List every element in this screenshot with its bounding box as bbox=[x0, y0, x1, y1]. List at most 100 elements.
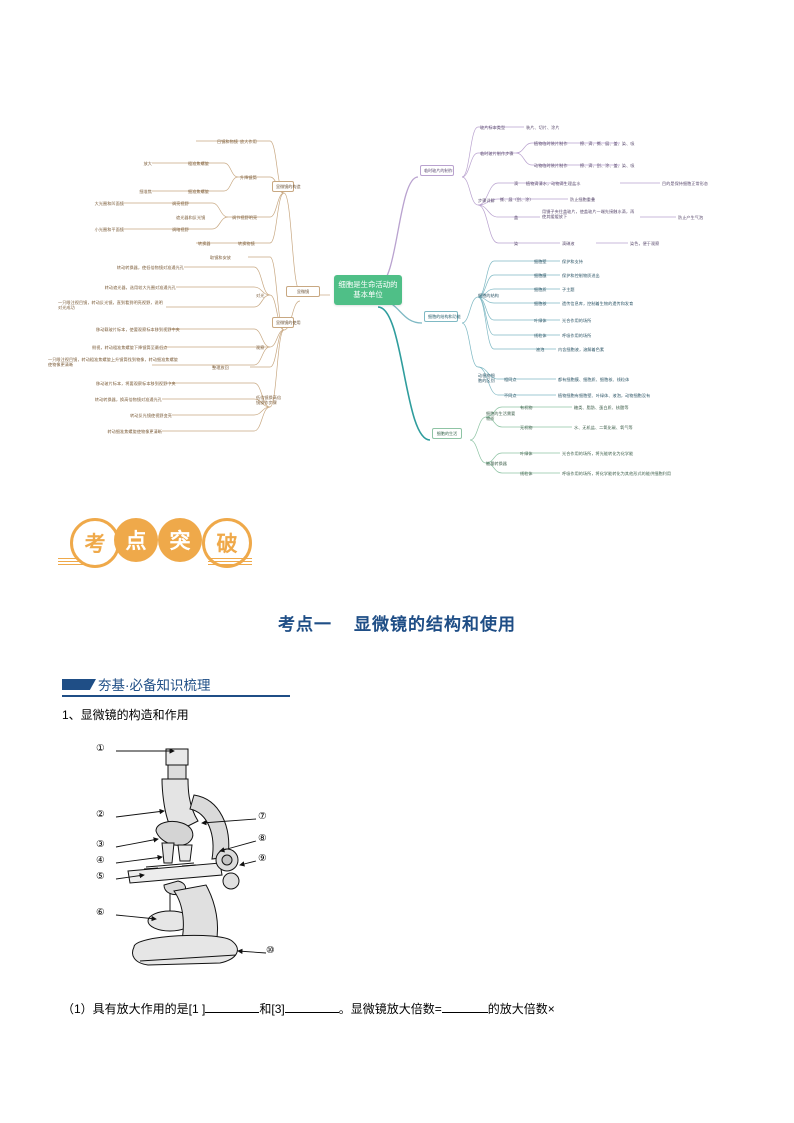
mindmap-node-cell-structure: 细胞的结构和功能 bbox=[424, 311, 461, 323]
mm-r-slide-type-label: 玻片标本类型 bbox=[480, 125, 506, 130]
question-line-1: （1）具有放大作用的是[1 ]和[3]。显微镜放大倍数=的放大倍数× bbox=[62, 1000, 752, 1019]
mm-r-diff1-a: 不同点 bbox=[504, 393, 517, 398]
mm-l-b1-r2-b: 细准焦螺旋 bbox=[188, 189, 209, 194]
badge-char-0: 考 bbox=[70, 518, 120, 568]
kaodian-badge: 考 点 突 破 bbox=[58, 518, 258, 580]
mm-r-part1-b: 保护和控制物质进出 bbox=[562, 273, 600, 278]
kaodian-number: 考点一 bbox=[278, 615, 332, 634]
mm-r-part6-b: 内含细胞液，溶解着色素 bbox=[558, 347, 605, 352]
mm-l-b1-r6-b: 转换物镜 bbox=[238, 241, 255, 246]
mindmap-node-cell-life: 细胞的生活 bbox=[432, 428, 462, 440]
mm-r-slide-step1-b: 擦、滴、刮、涂、盖、染、吸 bbox=[580, 163, 635, 168]
mm-l-g3-name: 整理放回 bbox=[212, 365, 229, 370]
callout-10: ⑩ bbox=[266, 945, 275, 956]
mm-r-part3-a: 细胞核 bbox=[534, 301, 547, 306]
question-mid2: 。显微镜放大倍数= bbox=[338, 1002, 442, 1016]
callout-3: ③ bbox=[96, 839, 105, 850]
mm-r-slide-step0-b: 擦、滴、撕、展、盖、染、吸 bbox=[580, 141, 635, 146]
mm-r-part4-b: 光合作用的场所 bbox=[562, 318, 592, 323]
mm-l-g4-name: 低倍镜换高倍镜操作步骤 bbox=[256, 395, 282, 406]
callout-5: ⑤ bbox=[96, 871, 105, 882]
section-heading-label: 夯基·必备知识梳理 bbox=[98, 678, 211, 693]
mm-l-g4-i0: 移动玻片标本，将要观察标本移到视野中央 bbox=[96, 381, 176, 386]
mm-r-part2-b: 子主题 bbox=[562, 287, 575, 292]
question-suffix: 的放大倍数× bbox=[487, 1002, 555, 1016]
microscope-figure: ① ② ③ ④ ⑤ ⑥ ⑦ ⑧ ⑨ ⑩ bbox=[70, 735, 300, 985]
mind-map: 细胞是生命活动的基本单位 显微镜 显微镜的构造 显微镜的使用 目镜和物镜 放大作… bbox=[0, 95, 794, 495]
mm-l-b1-r1-c: 升降镜筒 bbox=[240, 175, 257, 180]
mm-r-detail2-w: 防止产生气泡 bbox=[678, 215, 704, 220]
kaodian-title: 显微镜的结构和使用 bbox=[354, 615, 516, 634]
mindmap-node-structure: 显微镜的构造 bbox=[272, 181, 301, 193]
subsection-title: 1、显微镜的构造和作用 bbox=[62, 708, 189, 722]
page-title: 考点一 显微镜的结构和使用 bbox=[0, 610, 794, 635]
mm-r-matter1-a: 无机物 bbox=[520, 425, 533, 430]
mm-r-part2-a: 细胞质 bbox=[534, 287, 547, 292]
mm-r-diff1-b: 植物细胞有细胞壁、叶绿体、液泡，动物细胞没有 bbox=[558, 393, 651, 398]
mm-l-g2-name: 观察 bbox=[256, 345, 265, 350]
mm-r-part3-b: 遗传信息库，控制着生物的遗传和发育 bbox=[562, 301, 634, 306]
callout-1: ① bbox=[96, 743, 105, 754]
mm-r-part1-a: 细胞膜 bbox=[534, 273, 547, 278]
mindmap-center-node: 细胞是生命活动的基本单位 bbox=[334, 275, 402, 305]
mm-r-detail3-w: 染色，便于观察 bbox=[630, 241, 660, 246]
mm-r-energy1-a: 线粒体 bbox=[520, 471, 533, 476]
question-mid1: 和[3] bbox=[259, 1002, 285, 1016]
mm-l-g1-name: 对光 bbox=[256, 293, 265, 298]
mm-l-g4-i3: 转动细准焦螺旋使物像更清晰 bbox=[107, 429, 162, 434]
mm-r-struct-sub-label: 细胞的结构 bbox=[478, 293, 499, 298]
mm-r-part5-b: 呼吸作用的场所 bbox=[562, 333, 592, 338]
mm-l-g0-name: 取镜和安放 bbox=[210, 255, 231, 260]
mm-r-slide-detail-label: 步骤详解 bbox=[478, 198, 495, 203]
mm-l-b1-r4-a: 小光圈和平面镜 bbox=[94, 227, 124, 232]
badge-deco-right bbox=[208, 558, 252, 566]
callout-9: ⑨ bbox=[258, 853, 267, 864]
mm-l-b1-r3-a: 大光圈和凹面镜 bbox=[94, 201, 124, 206]
mm-r-diff0-b: 都有细胞膜、细胞质、细胞核、线粒体 bbox=[558, 377, 630, 382]
mm-r-detail0-v: 植物滴清水，动物滴生理盐水 bbox=[526, 181, 581, 186]
mm-r-slide-step0-a: 植物临时装片制作 bbox=[534, 141, 568, 146]
mm-r-detail0-w: 目的是保持细胞正常形态 bbox=[662, 181, 709, 186]
callout-8: ⑧ bbox=[258, 833, 267, 844]
mindmap-node-microscope: 显微镜 bbox=[286, 286, 320, 298]
mm-l-g1-i1: 转动遮光器，选用较大光圈对准通光孔 bbox=[104, 285, 176, 290]
section-heading: 夯基·必备知识梳理 bbox=[62, 673, 362, 697]
mm-l-b1-r5-a: 遮光器和反光镜 bbox=[176, 215, 206, 220]
mm-r-slide-type-value: 装片、切片、涂片 bbox=[526, 125, 560, 130]
answer-blank-2[interactable] bbox=[284, 1000, 339, 1013]
mm-l-b1-r4-b: 调暗视野 bbox=[172, 227, 189, 232]
mm-r-detail1-k: 撕、展（刮、涂） bbox=[500, 197, 534, 202]
callout-7: ⑦ bbox=[258, 811, 267, 822]
callout-6: ⑥ bbox=[96, 907, 105, 918]
mm-l-g2-i1: 侧视，转动粗准焦螺旋下降镜筒至最低点 bbox=[92, 345, 168, 350]
mm-r-part5-a: 线粒体 bbox=[534, 333, 547, 338]
mm-r-energy1-b: 呼吸作用的场所，将化学能转化为其他形式的能供细胞利用 bbox=[562, 471, 672, 476]
mm-l-g2-i0: 移动载玻片标本，使要观察标本移到视野中央 bbox=[96, 327, 180, 332]
mm-l-b1-r0-a: 目镜和物镜 bbox=[217, 139, 238, 144]
mm-r-diff-label: 动植物细胞的区别 bbox=[478, 373, 495, 384]
mm-l-b1-r6-a: 转换器 bbox=[198, 241, 211, 246]
badge-char-3: 破 bbox=[202, 518, 252, 568]
mm-l-g4-i1: 转动转换器，换高倍物镜对准通光孔 bbox=[94, 397, 162, 402]
mindmap-node-usage: 显微镜的使用 bbox=[272, 317, 301, 329]
mm-l-g4-i2: 转动反光镜使视野变亮 bbox=[130, 413, 172, 418]
mm-l-b1-r1-a: 放大 bbox=[143, 161, 152, 166]
badge-char-2: 突 bbox=[158, 518, 202, 562]
mindmap-node-slide-prep: 临时玻片的制作 bbox=[420, 165, 454, 177]
mm-r-matter1-b: 水、无机盐、二氧化碳、氧气等 bbox=[574, 425, 633, 430]
mm-r-matter-label: 细胞的生活需要物质 bbox=[486, 411, 516, 422]
mm-r-part4-a: 叶绿体 bbox=[534, 318, 547, 323]
mm-l-b1-r2-a: 细准焦 bbox=[139, 189, 152, 194]
callout-4: ④ bbox=[96, 855, 105, 866]
mm-r-diff0-a: 相同点 bbox=[504, 377, 517, 382]
mm-l-b1-r5-b: 调节视野明亮 bbox=[232, 215, 258, 220]
mm-l-g2-i2: 一只眼注视目镜，转动粗准焦螺旋上升镜筒找到物像，转动细准焦螺旋使物像更清晰 bbox=[48, 357, 179, 368]
mm-r-part0-a: 细胞壁 bbox=[534, 259, 547, 264]
mm-r-detail2-v: 用镊子夹住盖玻片，使盖玻片一端先接触水滴，再使其缓缓放下 bbox=[542, 209, 635, 220]
answer-blank-1[interactable] bbox=[205, 1000, 260, 1013]
callout-2: ② bbox=[96, 809, 105, 820]
mm-r-slide-step1-a: 动物临时装片制作 bbox=[534, 163, 568, 168]
mm-r-detail2-k: 盖 bbox=[514, 215, 519, 220]
mm-r-slide-steps-label: 临时玻片制作步骤 bbox=[480, 151, 514, 156]
answer-blank-3[interactable] bbox=[441, 1000, 488, 1013]
